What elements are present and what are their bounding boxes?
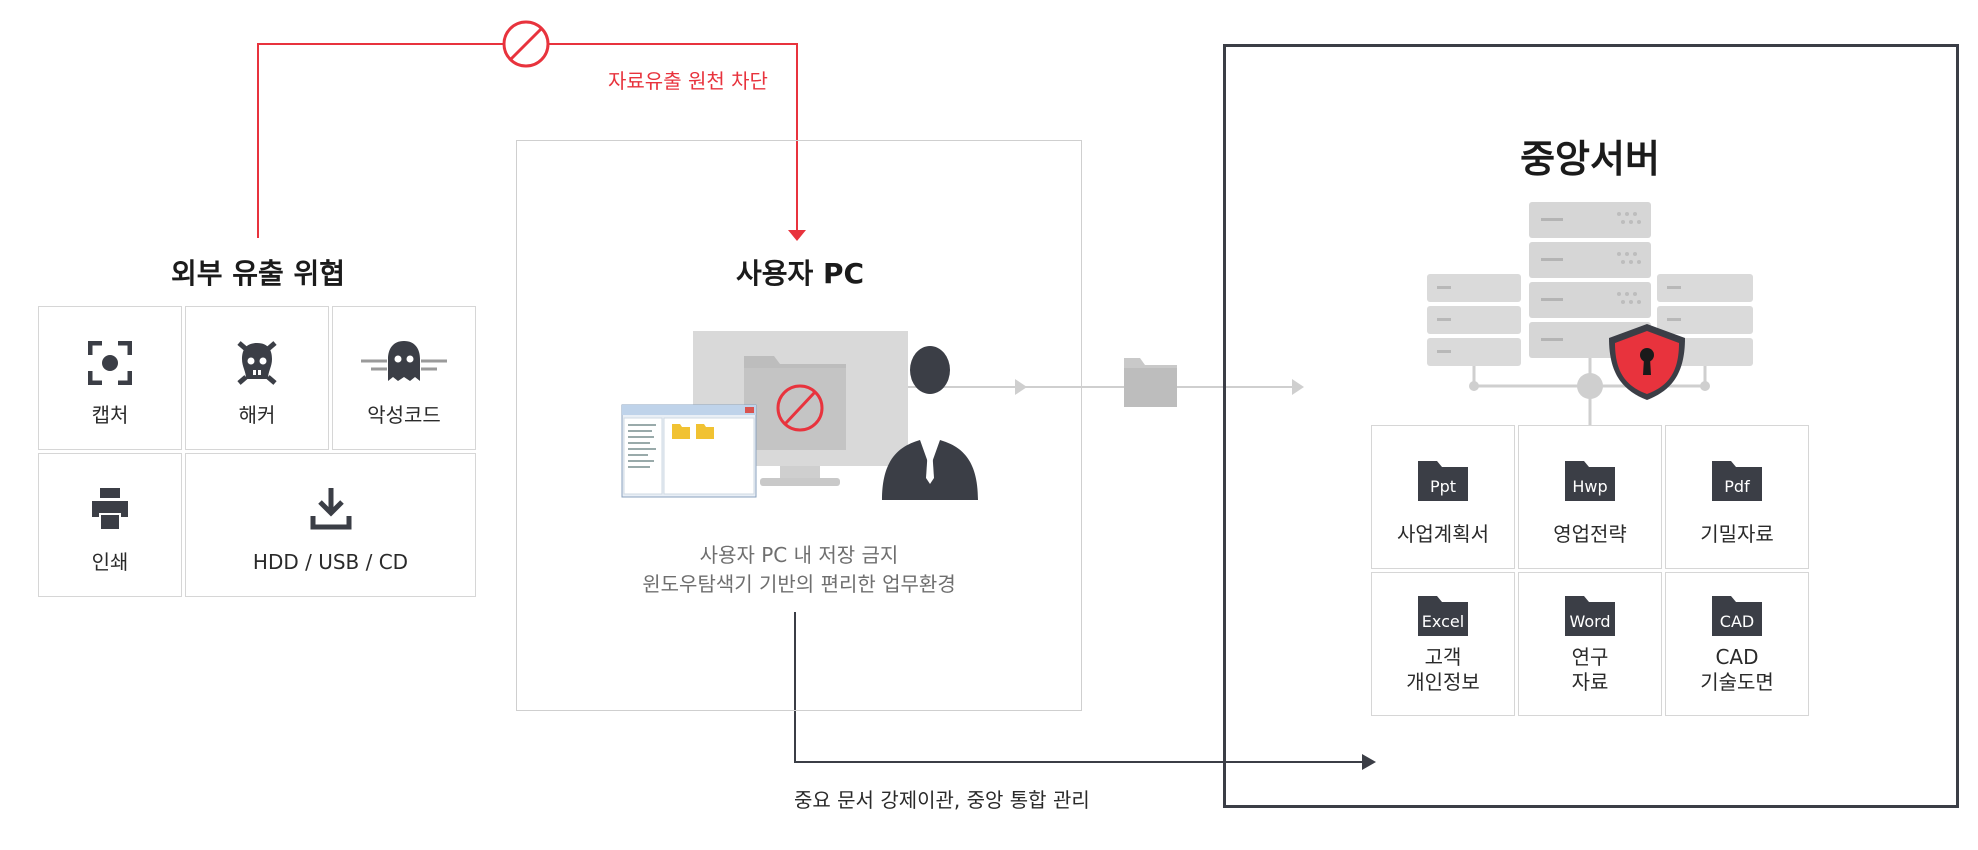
- prohibit-icon-top: [502, 20, 550, 68]
- file-label: 기밀자료: [1700, 522, 1774, 546]
- file-hwp-icon: Hwp: [1565, 461, 1615, 501]
- security-shield-icon: [1609, 324, 1685, 400]
- file-ext-text: Hwp: [1572, 477, 1607, 496]
- file-ext-text: Ppt: [1430, 477, 1456, 496]
- threat-label: 악성코드: [367, 403, 441, 427]
- download-icon: [310, 488, 351, 530]
- threat-label: 캡처: [91, 403, 129, 427]
- migration-line: [794, 612, 1362, 763]
- migration-arrowhead: [1362, 754, 1376, 770]
- external-threats-title: 외부 유출 위협: [170, 257, 346, 290]
- file-cell-pdf: Pdf 기밀자료: [1665, 425, 1809, 569]
- capture-icon: [88, 341, 132, 385]
- file-label: 영업전략: [1553, 522, 1627, 546]
- file-label-line1: 연구: [1571, 645, 1609, 669]
- file-cell-hwp: Hwp 영업전략: [1518, 425, 1662, 569]
- pc-illustration: [621, 331, 978, 500]
- file-ext-text: Excel: [1422, 612, 1464, 631]
- threat-hacker: 해커: [185, 306, 329, 450]
- block-arrowhead: [788, 230, 806, 241]
- explorer-window-icon: [621, 404, 757, 498]
- user-pc-desc-line2: 윈도우탐색기 기반의 편리한 업무환경: [642, 572, 956, 596]
- flow-arrow-1: [1015, 379, 1027, 395]
- folder-icon: [1124, 358, 1177, 407]
- threat-print: 인쇄: [38, 453, 182, 597]
- file-cad-icon: CAD: [1712, 596, 1762, 636]
- user-pc-title: 사용자 PC: [735, 257, 865, 290]
- file-excel-icon: Excel: [1418, 596, 1468, 636]
- server-left-icon: [1427, 274, 1521, 366]
- threat-capture: 캡처: [38, 306, 182, 450]
- file-cell-cad: CAD CAD 기술도면: [1665, 572, 1809, 716]
- prohibit-icon: [776, 384, 824, 432]
- server-center-icon: [1529, 202, 1651, 358]
- file-cell-ppt: Ppt 사업계획서: [1371, 425, 1515, 569]
- file-ppt-icon: Ppt: [1418, 461, 1468, 501]
- flow-arrow-2: [1292, 379, 1304, 395]
- file-ext-text: Word: [1569, 612, 1610, 631]
- file-cell-word: Word 연구 자료: [1518, 572, 1662, 716]
- file-label-line1: 고객: [1424, 645, 1462, 669]
- user-pc-desc-line1: 사용자 PC 내 저장 금지: [699, 543, 899, 567]
- file-label-line2: 기술도면: [1700, 670, 1774, 694]
- file-label-line2: 개인정보: [1406, 670, 1480, 694]
- block-label: 자료유출 원천 차단: [608, 69, 768, 93]
- malware-icon: [361, 341, 447, 381]
- file-pdf-icon: Pdf: [1712, 461, 1762, 501]
- server-rack-illustration: [1427, 202, 1753, 432]
- user-icon: [882, 346, 978, 500]
- printer-icon: [92, 488, 128, 530]
- file-cell-excel: Excel 고객 개인정보: [1371, 572, 1515, 716]
- file-ext-text: CAD: [1720, 612, 1754, 631]
- user-pc-box: [516, 140, 1082, 711]
- migration-caption: 중요 문서 강제이관, 중앙 통합 관리: [794, 788, 1090, 812]
- file-label-line2: 자료: [1571, 670, 1609, 694]
- file-ext-text: Pdf: [1724, 477, 1750, 496]
- threat-malware: 악성코드: [332, 306, 476, 450]
- threat-storage: HDD / USB / CD: [185, 453, 476, 597]
- file-label: 사업계획서: [1397, 522, 1489, 546]
- threat-label: 인쇄: [91, 550, 129, 574]
- hacker-icon: [237, 341, 277, 385]
- file-label-line1: CAD: [1715, 645, 1759, 669]
- central-server-box: [1223, 44, 1959, 808]
- threat-label: HDD / USB / CD: [252, 550, 409, 574]
- threat-label: 해커: [238, 403, 276, 427]
- central-server-title: 중앙서버: [1520, 137, 1660, 181]
- file-word-icon: Word: [1565, 596, 1615, 636]
